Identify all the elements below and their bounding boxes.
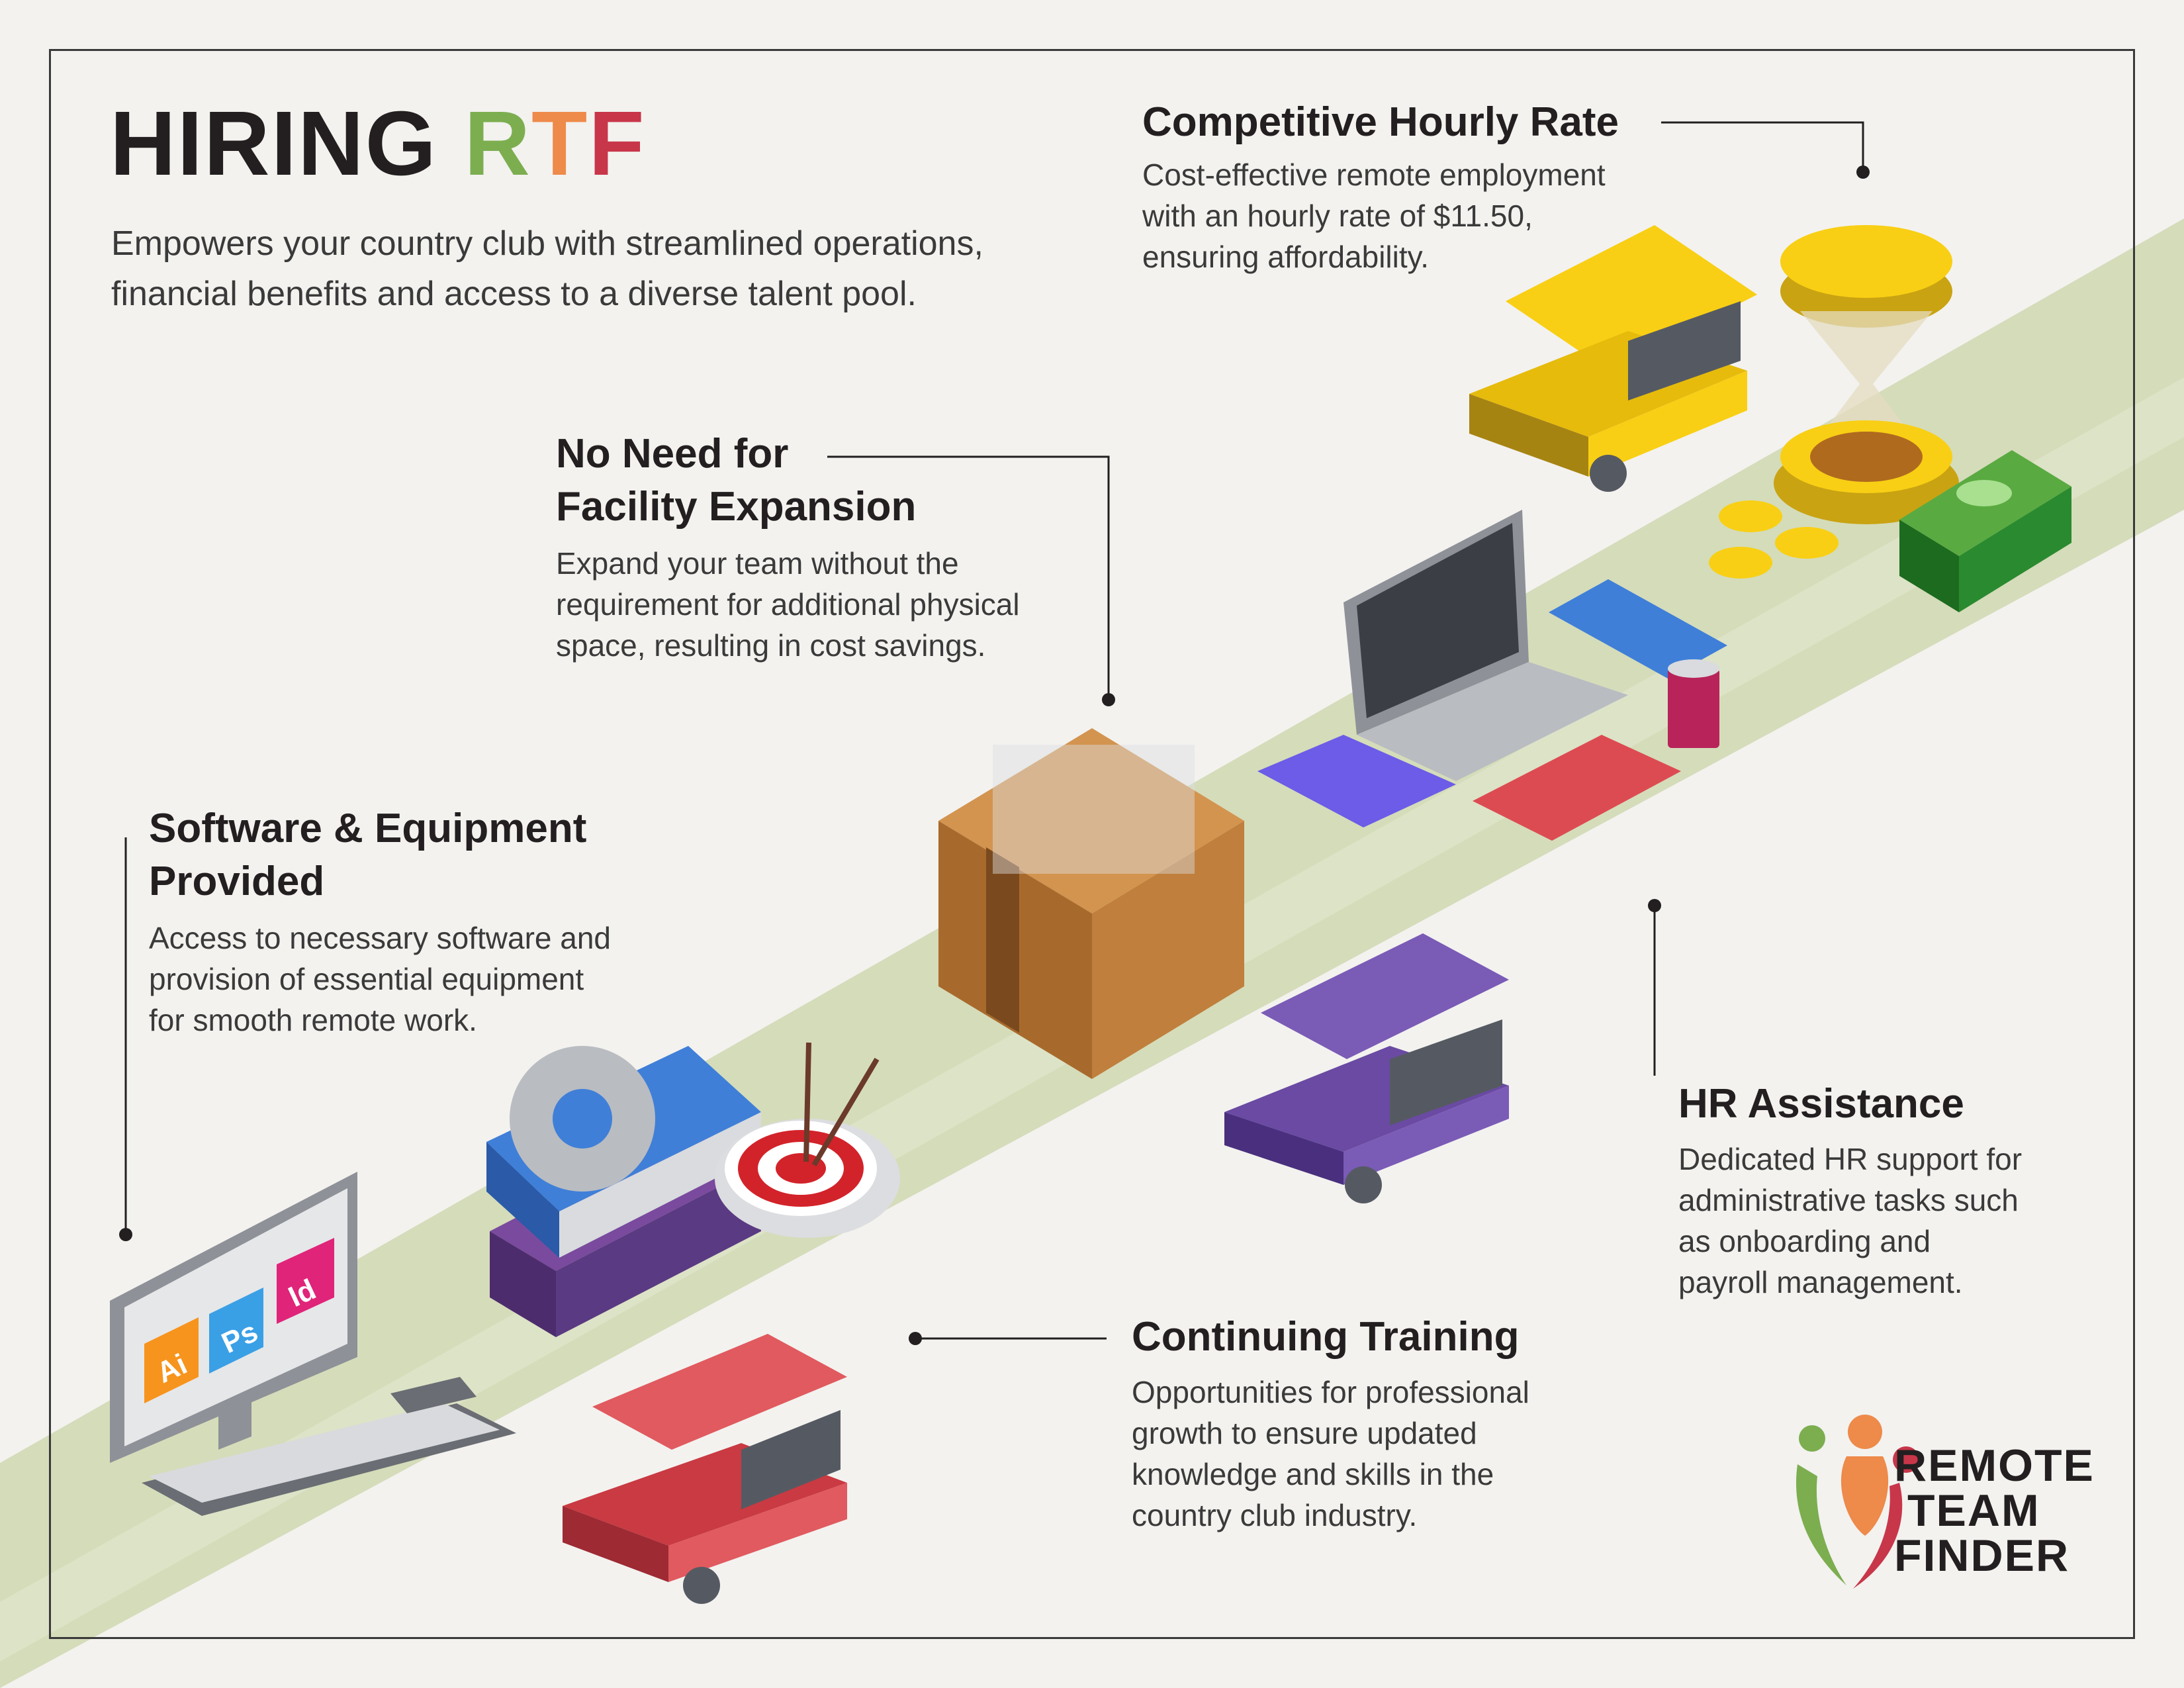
section-hr: HR Assistance Dedicated HR support for a… (1678, 1078, 2022, 1303)
section-body: Dedicated HR support for administrative … (1678, 1139, 2022, 1303)
body-line: Access to necessary software and (149, 921, 611, 955)
connector-dots (119, 165, 1870, 1345)
body-line: growth to ensure updated (1132, 1416, 1477, 1450)
section-body: Cost-effective remote employment with an… (1142, 154, 1619, 277)
logo-line-remote: REMOTE (1894, 1440, 2095, 1491)
golf-cart-purple-icon (1224, 933, 1509, 1203)
folder-icon (1473, 735, 1681, 841)
app-icon-ps: Ps (209, 1288, 263, 1374)
body-line: requirement for additional physical (556, 587, 1020, 622)
section-heading-line-2: Provided (149, 859, 325, 904)
body-line: country club industry. (1132, 1498, 1418, 1532)
body-line: Dedicated HR support for (1678, 1142, 2023, 1176)
section-facility: No Need for Facility Expansion Expand yo… (556, 428, 1020, 666)
cup-icon (1668, 659, 1719, 748)
body-line: space, resulting in cost savings. (556, 628, 986, 663)
coins-icon (1709, 500, 1839, 579)
body-line: payroll management. (1678, 1265, 1963, 1299)
section-heading: Continuing Training (1132, 1314, 1520, 1360)
body-line: knowledge and skills in the (1132, 1457, 1494, 1491)
logo: REMOTE TEAM FINDER (1894, 1443, 2095, 1578)
title-letter-t: T (531, 93, 589, 195)
connector-lines (124, 121, 1864, 1340)
section-heading: Competitive Hourly Rate (1142, 99, 1619, 145)
section-heading-line-1: Software & Equipment (149, 806, 587, 851)
section-body: Access to necessary software and provisi… (149, 917, 611, 1041)
body-line: provision of essential equipment (149, 962, 584, 996)
body-line: with an hourly rate of $11.50, (1142, 199, 1533, 233)
app-icon-id: Id (277, 1238, 334, 1324)
laptop-icon (1343, 510, 1628, 781)
golf-cart-red-icon (563, 1334, 847, 1604)
title-letter-f: F (588, 93, 646, 195)
golf-cart-yellow-icon (1469, 225, 1757, 492)
section-heading: HR Assistance (1678, 1081, 1964, 1127)
body-line: ensuring affordability. (1142, 240, 1430, 274)
intro-text: Empowers your country club with streamli… (111, 224, 983, 313)
section-body: Expand your team without the requirement… (556, 543, 1020, 666)
logo-line-team: TEAM (1907, 1485, 2040, 1536)
section-heading-line-1: No Need for (556, 431, 789, 477)
target-icon (715, 1042, 900, 1238)
section-training: Continuing Training Opportunities for pr… (1132, 1311, 1529, 1536)
body-line: administrative tasks such (1678, 1183, 2019, 1217)
hourglass-icon (1774, 225, 1959, 524)
gear-icon (510, 1046, 655, 1192)
body-line: Expand your team without the (556, 546, 959, 581)
page-title: HIRING RTF (110, 98, 646, 189)
money-stack-icon (1899, 450, 2071, 612)
body-line: Opportunities for professional (1132, 1375, 1529, 1409)
body-line: for smooth remote work. (149, 1003, 477, 1037)
body-line: as onboarding and (1678, 1224, 1931, 1258)
title-letter-r: R (464, 93, 532, 195)
section-software: Software & Equipment Provided Access to … (149, 802, 611, 1041)
title-word: HIRING (110, 93, 437, 195)
page-frame (49, 49, 2135, 1639)
section-heading-line-2: Facility Expansion (556, 484, 917, 530)
logo-line-finder: FINDER (1894, 1530, 2070, 1581)
logo-mark-icon (1796, 1415, 1919, 1589)
box-icon (938, 728, 1244, 1079)
section-hourly-rate: Competitive Hourly Rate Cost-effective r… (1142, 96, 1619, 277)
ruler-icon (1549, 579, 1727, 679)
notebook-icon (1257, 735, 1456, 827)
app-icon-ai: Ai (144, 1317, 199, 1403)
body-line: Cost-effective remote employment (1142, 158, 1606, 192)
section-body: Opportunities for professional growth to… (1132, 1372, 1529, 1536)
